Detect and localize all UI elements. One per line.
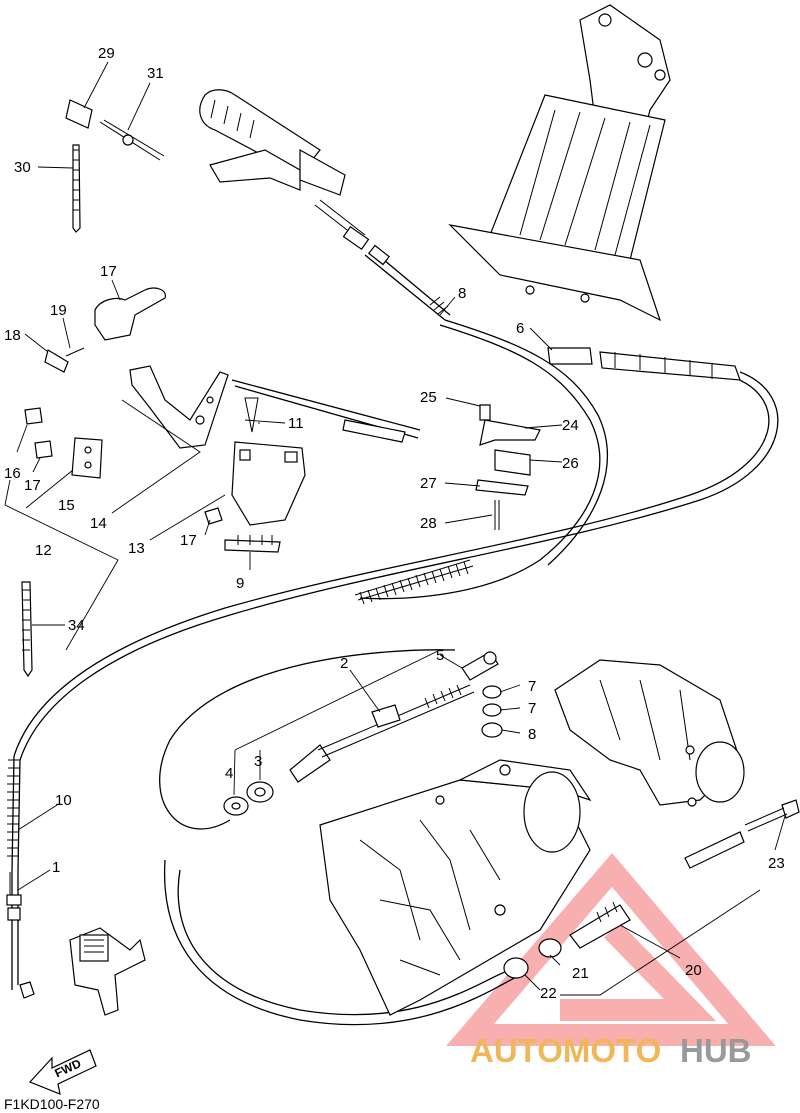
- callout-18: 17: [180, 532, 197, 549]
- callout-20: 18: [4, 327, 21, 344]
- callout-15: 14: [90, 515, 107, 532]
- leader-lines: [4, 61, 786, 996]
- callout-7a: 7: [528, 678, 536, 695]
- callout-17b: 17: [24, 477, 41, 494]
- callout-2: 2: [340, 655, 348, 672]
- callout-24: 22: [540, 985, 557, 1002]
- callout-11: 10: [55, 792, 72, 809]
- nozzle-housing: [554, 659, 745, 807]
- shift-rod-25: [569, 799, 800, 949]
- callout-4: 4: [225, 765, 233, 782]
- callout-labels: 29 31 30 17 19 18 8 6 25 24 26 27 28 11 …: [4, 45, 785, 1002]
- shift-cable-2: [289, 651, 499, 783]
- callout-16: 15: [58, 497, 75, 514]
- callout-23: 21: [572, 965, 589, 982]
- callout-28: 26: [562, 455, 579, 472]
- callout-25: 23: [768, 855, 785, 872]
- cable-connector-6: [547, 347, 741, 381]
- callout-5: 5: [436, 647, 444, 664]
- lever-mount-1: [6, 872, 146, 1016]
- callout-30: 28: [420, 515, 437, 532]
- cable-ties: [21, 99, 165, 678]
- callout-27: 25: [420, 389, 437, 406]
- callout-17a: 16: [4, 465, 21, 482]
- callout-22: 20: [685, 962, 702, 979]
- callout-19: 17: [100, 263, 117, 280]
- callout-1: 1: [52, 859, 60, 876]
- callout-6: 6: [516, 320, 524, 337]
- callout-31: 29: [98, 45, 115, 62]
- callout-26: 24: [562, 417, 579, 434]
- fwd-arrow-icon: FWD: [28, 1049, 97, 1095]
- watermark-text-hub: HUB: [680, 1032, 752, 1069]
- callout-33: 31: [147, 65, 164, 82]
- callout-9: 8: [458, 285, 466, 302]
- callout-8: 8: [528, 726, 536, 743]
- callout-7b: 7: [528, 700, 536, 717]
- callout-34: 34: [68, 617, 85, 634]
- callout-13: 12: [35, 542, 52, 559]
- handlebar-grip: [199, 89, 370, 251]
- cable-spring-left: [7, 759, 20, 857]
- steering-column: [448, 4, 671, 322]
- callout-32: 30: [14, 159, 31, 176]
- middle-cable-bracket: [231, 379, 541, 530]
- callout-3: 3: [254, 753, 262, 770]
- callout-29: 27: [420, 475, 437, 492]
- jet-pump-housing: [319, 759, 592, 1016]
- callout-14: 13: [128, 540, 145, 557]
- callout-12: 11: [288, 415, 304, 432]
- watermark-text-automoto: AUTOMOTO: [470, 1032, 661, 1069]
- cable-spring-upper: [354, 559, 474, 605]
- cables: [11, 319, 779, 1026]
- diagram-code: F1KD100-F270: [4, 1096, 100, 1112]
- throttle-cable-upper: [364, 244, 451, 321]
- callout-10: 9: [236, 575, 244, 592]
- bracket-assembly: [24, 287, 306, 553]
- callout-21: 19: [50, 302, 67, 319]
